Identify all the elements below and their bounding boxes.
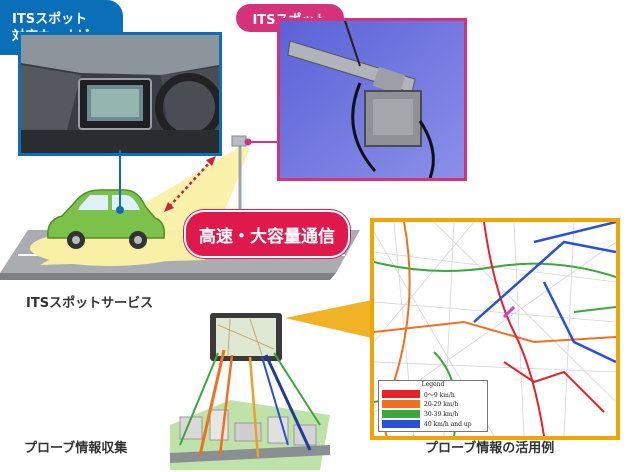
probe-usage-caption: プローブ情報の活用例 [425, 441, 555, 456]
car-icon [47, 189, 166, 249]
legend-label-2: 30-39 km/h [424, 410, 459, 418]
legend-row-3: 40 km/h and up [379, 419, 487, 429]
legend-title: Legend [421, 381, 445, 388]
navi-label-line1: ITSスポット [12, 11, 88, 27]
legend-label-3: 40 km/h and up [424, 420, 472, 428]
car-navigation-photo [18, 32, 222, 156]
probe-collection-caption: プローブ情報収集 [24, 441, 128, 456]
legend-swatch-2 [382, 410, 420, 418]
legend-row-0: 0～9 km/h [379, 389, 487, 399]
legend-label-1: 20-29 km/h [424, 400, 459, 408]
probe-collection-illustration [170, 313, 330, 470]
high-speed-communication-label: 高速・大容量通信 [184, 210, 350, 258]
legend-swatch-1 [382, 400, 420, 408]
legend-row-1: 20-29 km/h [379, 399, 487, 409]
communication-arrow [167, 159, 213, 209]
legend-row-2: 30-39 km/h [379, 409, 487, 419]
its-service-caption: ITSスポットサービス [26, 296, 154, 311]
legend-swatch-0 [382, 390, 420, 398]
legend-swatch-3 [382, 420, 420, 428]
its-spot-antenna-photo [277, 18, 467, 181]
dashboard-illustration [21, 35, 219, 153]
legend-label-0: 0～9 km/h [424, 391, 455, 399]
antenna-illustration [280, 21, 464, 178]
map-legend: Legend 0～9 km/h 20-29 km/h 30-39 km/h 40… [378, 380, 488, 432]
